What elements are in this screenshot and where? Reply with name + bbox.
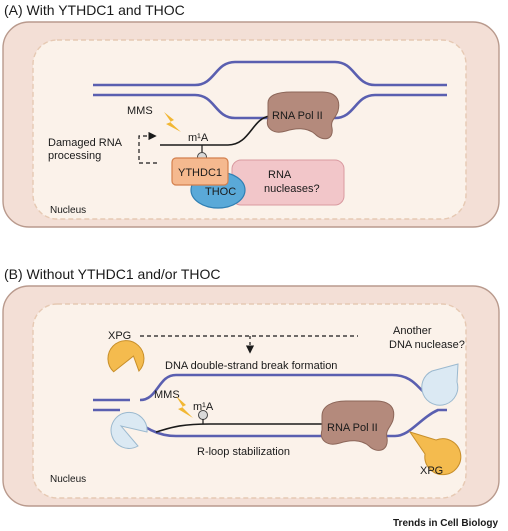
panel-a-ythdc1-label: YTHDC1 (178, 167, 222, 179)
panel-b-nucleus-label: Nucleus (50, 474, 86, 485)
panel-a-nucleases-line2: nucleases? (264, 183, 320, 195)
lightning-icon (164, 112, 181, 132)
panel-b-xpg-top-label: XPG (108, 330, 131, 342)
panel-b-xpg-top-icon (107, 340, 145, 373)
panel-b-rloop-label: R-loop stabilization (197, 446, 290, 458)
panel-b-other-nuclease-icon (421, 363, 459, 406)
panel-a-mms-label: MMS (127, 105, 153, 117)
panel-b-m1a-label: m¹A (193, 401, 214, 413)
panel-b-xpg-bottom-label: XPG (420, 465, 443, 477)
panel-b-another-line1: Another (393, 325, 432, 337)
lightning-icon (176, 396, 193, 418)
panel-b-title: (B) Without YTHDC1 and/or THOC (4, 266, 221, 282)
panel-a-m1a-label: m¹A (188, 132, 209, 144)
journal-footer: Trends in Cell Biology (393, 518, 498, 529)
panel-a-title: (A) With YTHDC1 and THOC (4, 2, 185, 18)
panel-b-mms-label: MMS (154, 389, 180, 401)
panel-b-rna-strand (155, 423, 340, 433)
panel-b-rna-pol-ii (320, 400, 395, 451)
panel-a-nucleases-line1: RNA (268, 169, 292, 181)
panel-b-dsb-label: DNA double-strand break formation (165, 360, 337, 372)
panel-a-nucleus-label: Nucleus (50, 205, 86, 216)
panel-b-rna-pol-label: RNA Pol II (327, 422, 378, 434)
panel-a-rna-pol-ii (266, 91, 340, 140)
panel-b-m1a-modification-icon (198, 410, 208, 420)
panel-b-another-line2: DNA nuclease? (389, 339, 465, 351)
panel-a-thoc-label: THOC (205, 186, 236, 198)
panel-a-rna-pol-label: RNA Pol II (272, 110, 323, 122)
panel-b-xpg-bottom-icon (408, 431, 462, 476)
panel-a-rna-strand (160, 115, 271, 146)
panel-b-dna-top-strand (139, 373, 425, 402)
panel-a-damaged-line2: processing (48, 150, 101, 162)
panel-a-ythdc1 (171, 157, 229, 186)
panel-a-processing-arrow (138, 131, 157, 164)
panel-b-left-nuclease-icon (110, 411, 148, 449)
panel-a-damaged-line1: Damaged RNA (48, 137, 123, 149)
panel-a-dna-top-strand (93, 60, 447, 87)
